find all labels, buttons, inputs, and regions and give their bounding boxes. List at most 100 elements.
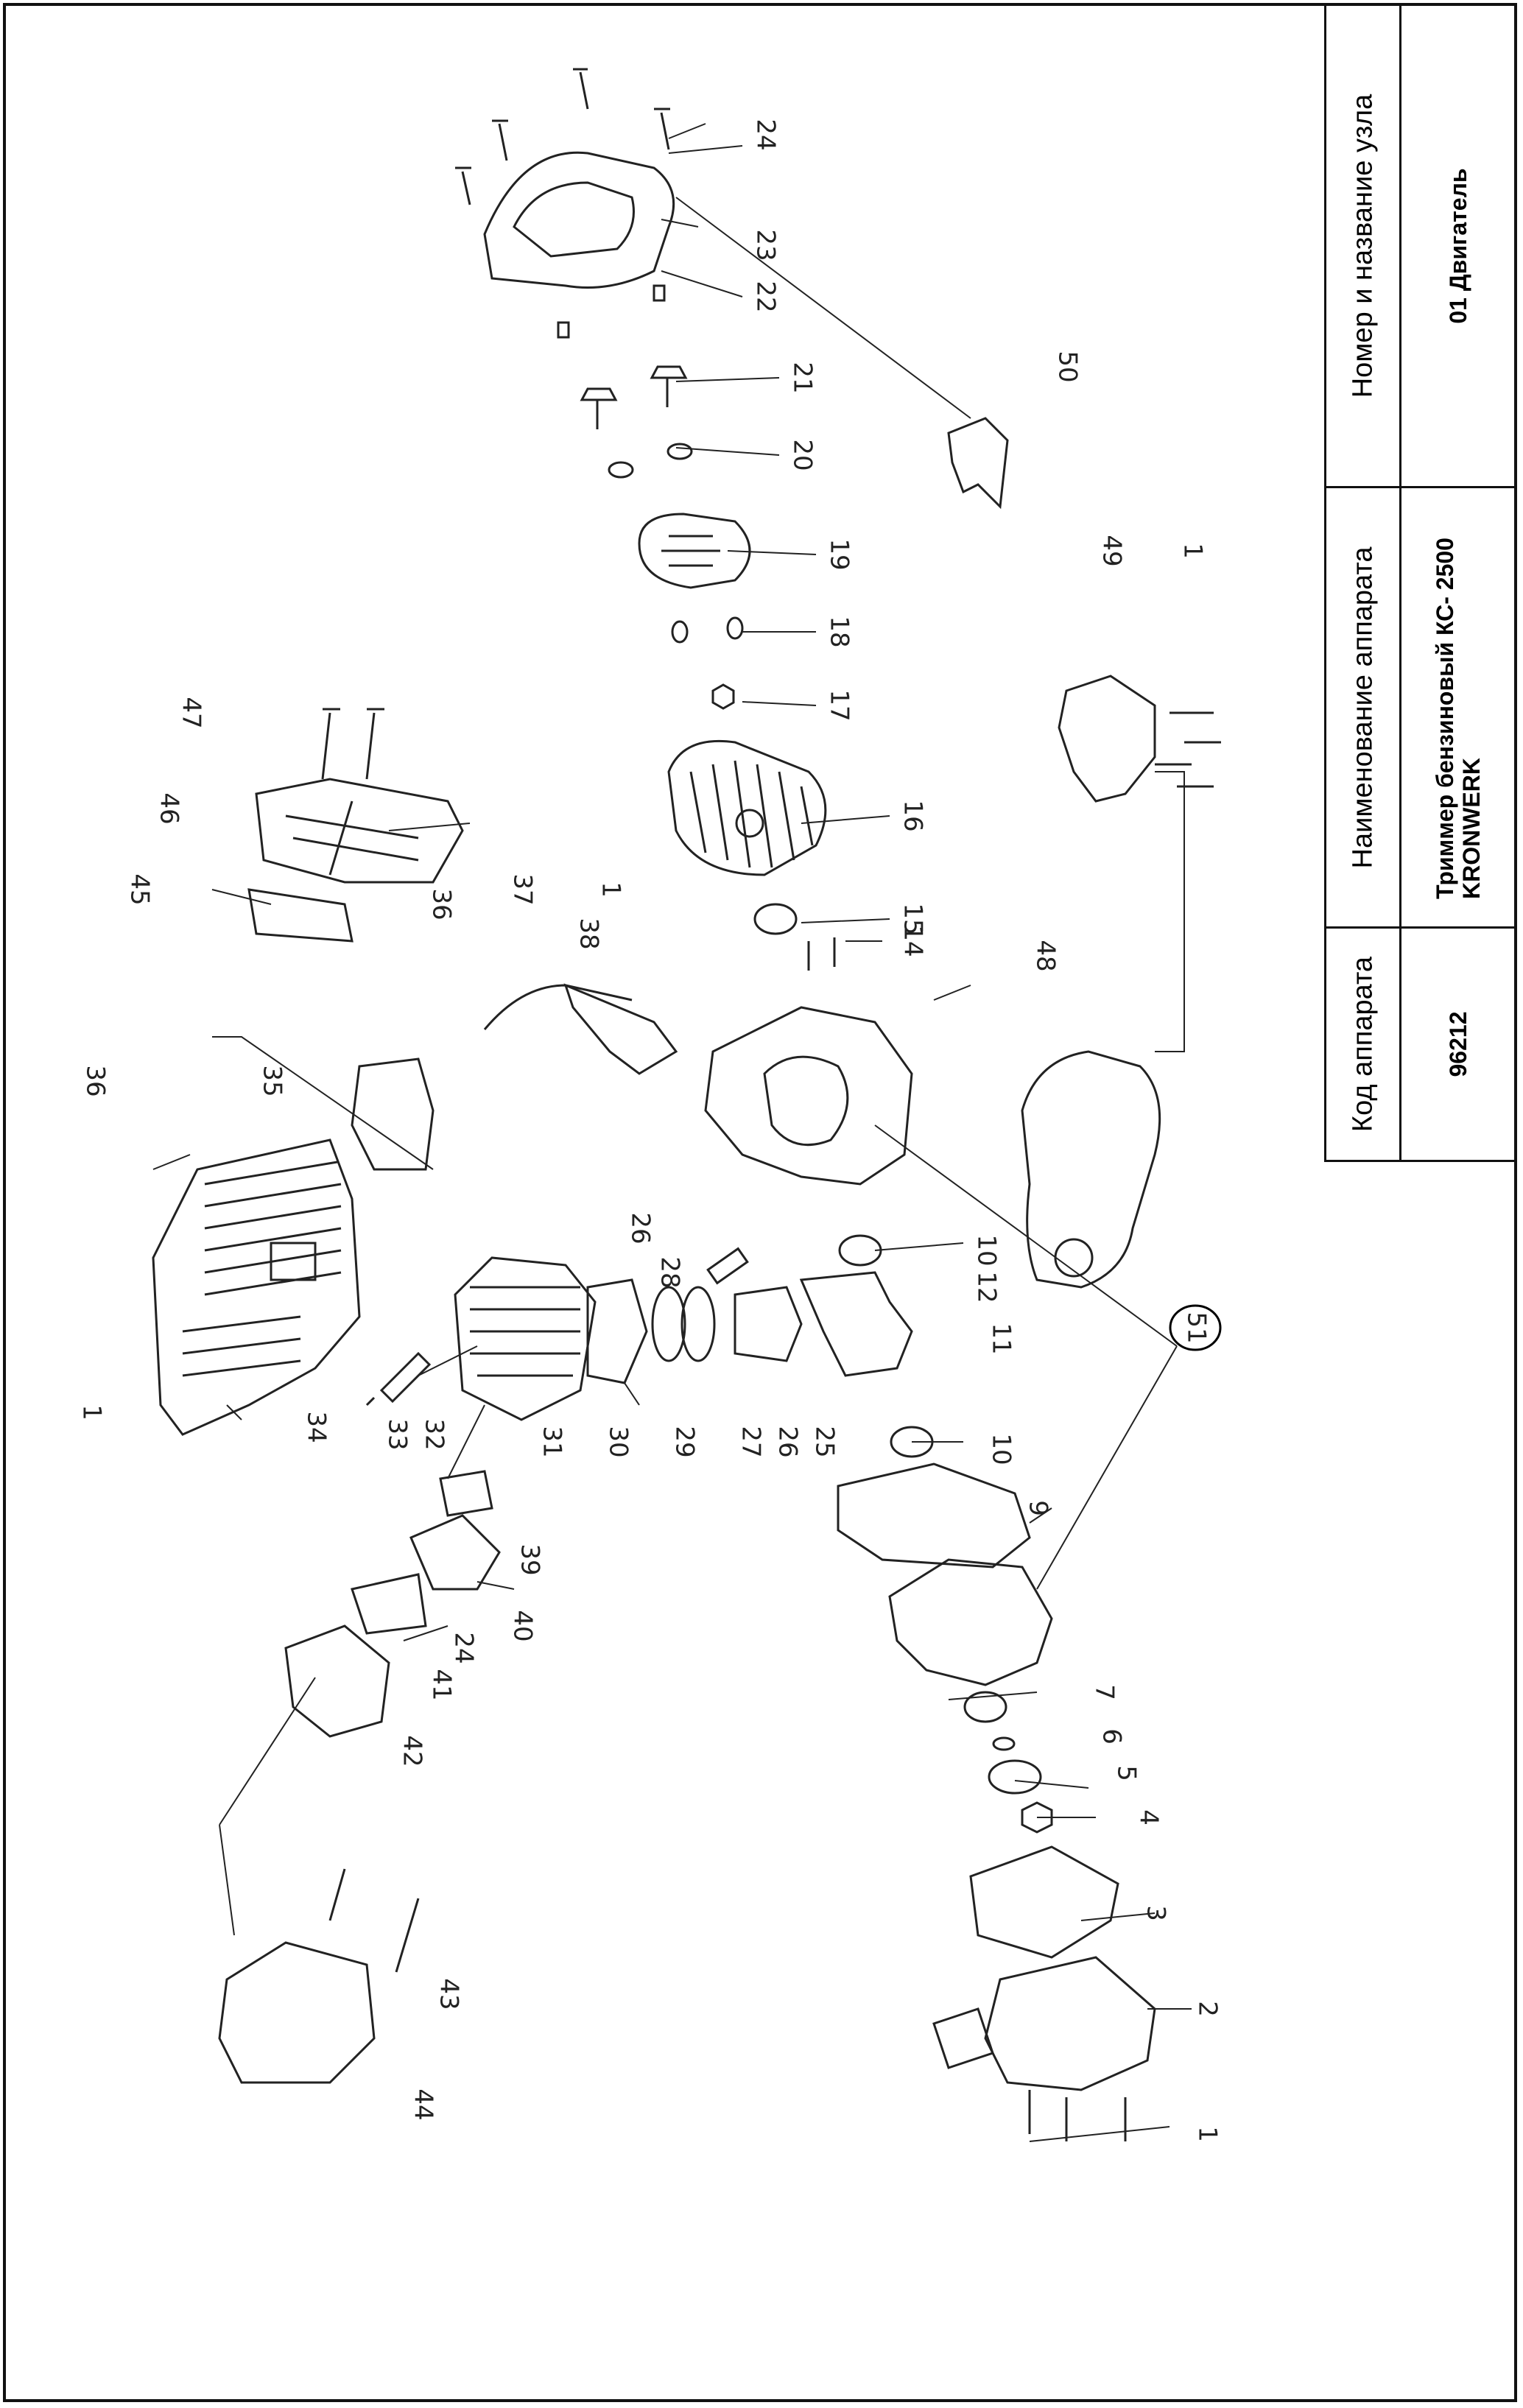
callout-12: 12 — [972, 1271, 1002, 1303]
callout-45: 45 — [125, 873, 155, 905]
callout-51: 51 — [1182, 1312, 1211, 1343]
cylinder-gasket-part — [586, 1278, 648, 1384]
callout-1: 1 — [597, 881, 626, 898]
callout-24: 24 — [751, 119, 781, 150]
flywheel-part — [667, 739, 827, 876]
title-block-values: 01 Двигатель Триммер бензиновый КС- 2500… — [1401, 6, 1514, 1160]
node-value: 01 Двигатель — [1444, 168, 1471, 324]
callout-36: 36 — [81, 1065, 110, 1096]
callout-39: 39 — [516, 1543, 545, 1575]
cylinder-part — [454, 1256, 597, 1421]
callout-1: 1 — [77, 1404, 107, 1420]
piston-part — [734, 1286, 803, 1362]
callout-18: 18 — [825, 616, 854, 647]
callout-34: 34 — [302, 1411, 331, 1443]
callout-17: 17 — [825, 689, 854, 721]
callout-49: 49 — [1097, 535, 1127, 566]
leader-lines — [152, 123, 1192, 2142]
crankcase-upper-part — [704, 1006, 913, 1186]
spark-plug-part — [365, 1351, 432, 1407]
device-name-value-cell: Триммер бензиновый КС- 2500 KRONWERK — [1401, 486, 1514, 926]
callout-10: 10 — [987, 1433, 1016, 1465]
callout-7: 7 — [1090, 1684, 1119, 1700]
callout-22: 22 — [751, 281, 781, 312]
clutch-part — [638, 513, 751, 589]
callout-2: 2 — [1193, 2001, 1223, 2017]
device-code-header-label: Код аппарата — [1347, 956, 1378, 1133]
callout-19: 19 — [825, 538, 854, 570]
callout-35: 35 — [258, 1065, 287, 1096]
title-block: Номер и название узла Наименование аппар… — [1324, 6, 1514, 1162]
callout-26: 26 — [626, 1212, 655, 1244]
muffler-bolt-part — [321, 708, 384, 780]
callout-5: 5 — [1112, 1765, 1142, 1781]
callout-25: 25 — [810, 1426, 840, 1457]
cylinder-cover-part — [152, 1138, 361, 1436]
callout-1: 1 — [1178, 543, 1208, 559]
callout-20: 20 — [788, 439, 817, 471]
air-filter-part — [218, 1941, 376, 2084]
device-name-header-label: Наименование аппарата — [1347, 546, 1378, 868]
callout-6: 6 — [1097, 1728, 1127, 1745]
piston-ring-part — [651, 1286, 686, 1362]
callout-23: 23 — [751, 229, 781, 261]
callout-46: 46 — [155, 792, 184, 824]
bracket-part — [947, 417, 1009, 510]
device-name-value: Триммер бензиновый КС- 2500 KRONWERK — [1431, 537, 1485, 899]
callout-16: 16 — [898, 800, 928, 831]
intake-manifold-part — [409, 1514, 501, 1591]
screw-part — [455, 68, 670, 205]
diagram-canvas: 2423222120501918171494746164536115373814… — [77, 68, 1223, 2142]
callout-37: 37 — [508, 873, 538, 905]
callout-15: 15 — [898, 903, 928, 934]
pin-part — [653, 284, 666, 302]
callout-48: 48 — [1031, 940, 1061, 971]
ignition-bracket-part — [1058, 675, 1156, 803]
carburetor-part — [284, 1624, 390, 1738]
callout-38: 38 — [574, 918, 604, 949]
callout-10: 10 — [972, 1234, 1002, 1266]
callout-14: 14 — [898, 925, 928, 957]
washer-part — [666, 443, 693, 460]
callout-29: 29 — [670, 1426, 700, 1457]
callout-32: 32 — [420, 1418, 449, 1450]
bolt-part — [580, 365, 688, 429]
cover-gasket-part — [351, 1057, 435, 1171]
callout-40: 40 — [508, 1610, 538, 1641]
callout-43: 43 — [435, 1978, 464, 2010]
muffler-part — [255, 778, 464, 884]
callout-28: 28 — [655, 1256, 685, 1288]
callout-42: 42 — [398, 1735, 427, 1767]
throttle-lever-part — [563, 983, 678, 1075]
callout-26: 26 — [773, 1426, 803, 1457]
node-header-cell: Номер и название узла — [1326, 6, 1399, 486]
nut-part — [711, 683, 735, 710]
callout-50: 50 — [1053, 351, 1083, 382]
callout-30: 30 — [604, 1426, 633, 1457]
pulley-part — [988, 1759, 1042, 1795]
throttle-cable-part — [483, 984, 633, 1030]
piston-pin-part — [706, 1247, 749, 1285]
callout-4: 4 — [1134, 1809, 1164, 1826]
callout-9: 9 — [1024, 1500, 1053, 1516]
device-code-header-cell: Код аппарата — [1326, 926, 1399, 1160]
node-value-cell: 01 Двигатель — [1401, 6, 1514, 486]
starter-gasket-part — [969, 1845, 1119, 1959]
title-block-headers: Номер и название узла Наименование аппар… — [1326, 6, 1401, 1160]
callout-47: 47 — [177, 697, 206, 728]
crankcase-lower-part — [888, 1558, 1053, 1686]
recoil-starter-part — [984, 1956, 1156, 2091]
gasket-part — [247, 888, 354, 943]
callout-51-ring — [1169, 1304, 1222, 1351]
device-code-value: 96212 — [1444, 1011, 1471, 1077]
bearing-part — [838, 1234, 882, 1267]
crankcase-gasket-part — [837, 1462, 1031, 1569]
diagram-parts — [152, 68, 1221, 2141]
callout-24: 24 — [449, 1632, 479, 1664]
callout-11: 11 — [987, 1323, 1016, 1354]
callout-3: 3 — [1142, 1905, 1171, 1921]
crankshaft-part — [799, 1271, 913, 1377]
